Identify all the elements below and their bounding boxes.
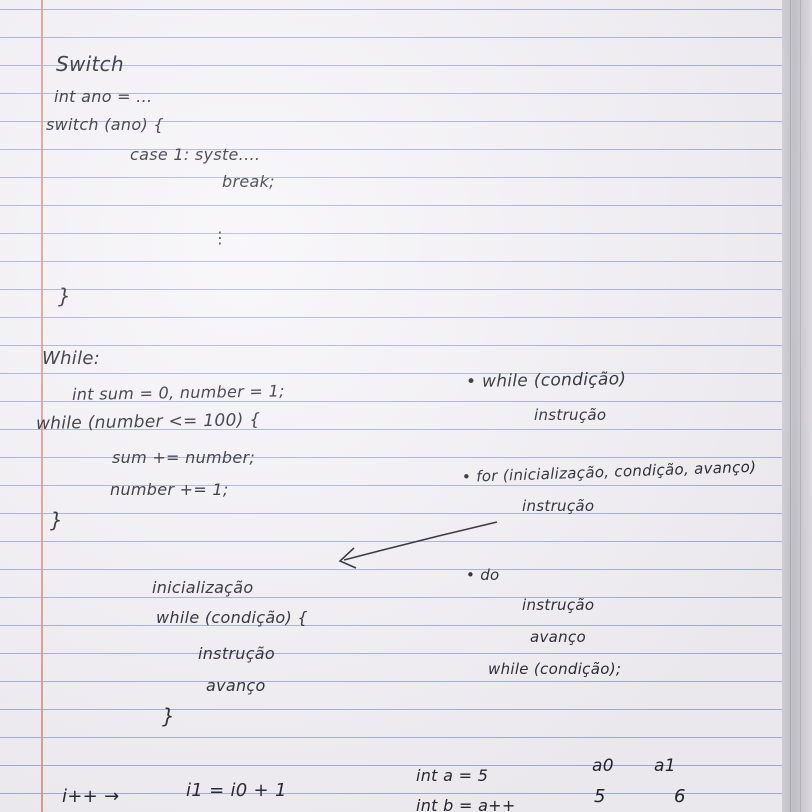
switch-line-int-ano: int ano = ... <box>54 87 153 106</box>
for-while-advance: avanço <box>206 676 266 695</box>
a0-value: 5 <box>594 786 606 807</box>
note-for-instruction: instrução <box>522 497 595 515</box>
while-line-sum: sum += number; <box>112 448 256 467</box>
switch-line-switch: switch (ano) { <box>46 115 164 134</box>
note-do-while: while (condição); <box>488 660 622 678</box>
switch-title: Switch <box>56 52 124 76</box>
switch-line-case: case 1: syste.... <box>130 145 261 164</box>
page-stack-edge <box>782 0 812 812</box>
switch-close-brace: } <box>58 284 72 308</box>
while-line-number: number += 1; <box>110 480 229 499</box>
increment-formula: i1 = i0 + 1 <box>186 780 287 801</box>
for-while-close-brace: } <box>162 704 176 728</box>
note-do-advance: avanço <box>530 628 586 646</box>
for-while-condition: while (condição) { <box>156 608 308 627</box>
note-while-instruction: instrução <box>534 406 607 424</box>
for-while-init: inicialização <box>152 578 254 597</box>
switch-line-break: break; <box>222 172 275 191</box>
margin-line <box>41 0 43 812</box>
note-do-instruction: instrução <box>522 596 595 614</box>
int-a-line: int a = 5 <box>416 766 489 785</box>
switch-ellipsis: ⋮ <box>212 228 229 247</box>
while-close-brace: } <box>50 508 64 532</box>
while-title: While: <box>42 348 101 369</box>
note-do: • do <box>466 566 500 584</box>
a1-label: a1 <box>654 756 676 776</box>
increment-label: i++ → <box>62 786 120 807</box>
a0-label: a0 <box>592 756 614 776</box>
int-b-line: int b = a++ <box>416 796 516 812</box>
for-while-instruction: instrução <box>198 644 276 663</box>
a1-value: 6 <box>674 786 686 807</box>
